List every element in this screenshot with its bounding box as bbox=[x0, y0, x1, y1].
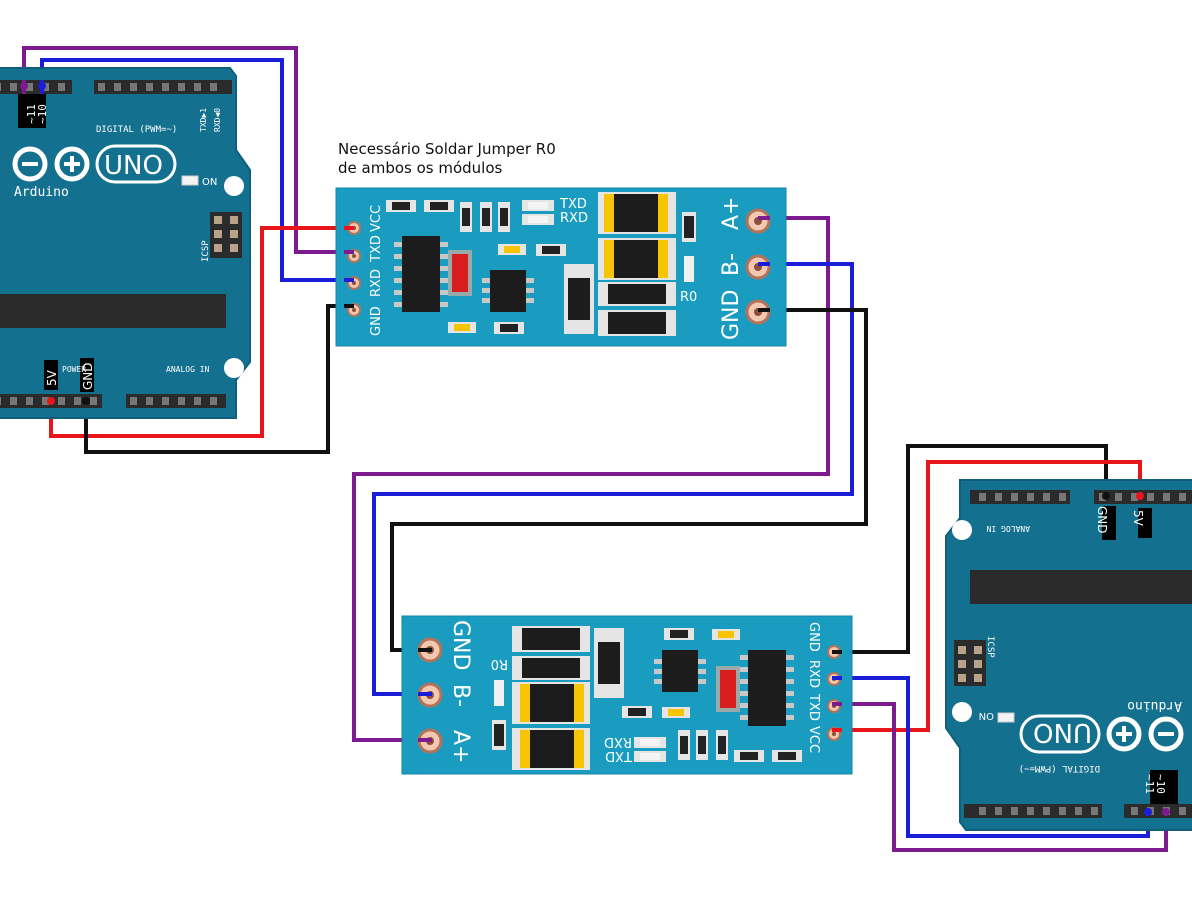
pin-label-gnd: GND bbox=[81, 362, 95, 390]
module-top-led-rxd: RXD bbox=[560, 211, 588, 226]
wire-gnd-bus bbox=[390, 308, 868, 652]
module-bottom-led-rxd: RXD bbox=[604, 734, 632, 749]
module-top-pin-vcc: VCC bbox=[369, 205, 384, 232]
br-arduino-logo-text: Arduino bbox=[1127, 698, 1182, 713]
wire-txd-bottom bbox=[836, 702, 1168, 852]
wire-a-bus bbox=[352, 216, 830, 742]
module-bottom-pin-txd: TXD bbox=[806, 693, 821, 721]
arduino-model: UNO bbox=[104, 151, 163, 181]
analog-header-label: ANALOG IN bbox=[166, 365, 210, 374]
jumper-note: Necessário Soldar Jumper R0 de ambos os … bbox=[338, 140, 556, 178]
module-bottom-pin-vcc: VCC bbox=[806, 726, 821, 753]
arduino-bottom-right: GND 5V ~11 ~10 UNO Arduino ON ICSP DIGIT… bbox=[946, 480, 1192, 830]
wire-txd-top bbox=[22, 46, 354, 254]
br-pin-label-5v: 5V bbox=[1131, 510, 1145, 527]
module-top-term-a: A+ bbox=[719, 197, 744, 230]
module-top-term-gnd: GND bbox=[719, 290, 744, 340]
on-label: ON bbox=[202, 177, 217, 188]
module-bottom-led-txd: TXD bbox=[605, 748, 633, 763]
arduino-logo-text: Arduino bbox=[14, 185, 69, 200]
jumper-note-line2: de ambos os módulos bbox=[338, 159, 503, 177]
br-icsp-label: ICSP bbox=[985, 636, 995, 658]
rs485-module-top: VCC TXD RXD GND A+ B- GND TXD RXD R0 bbox=[334, 186, 788, 348]
br-pin-label-11: ~11 bbox=[1143, 774, 1156, 794]
br-pin-label-gnd: GND bbox=[1095, 506, 1109, 534]
pin-label-11: ~11 bbox=[25, 104, 38, 124]
module-bottom-pin-gnd: GND bbox=[806, 622, 821, 652]
module-top-term-b: B- bbox=[719, 253, 744, 276]
pin-label-5v: 5V bbox=[45, 369, 59, 386]
br-on-label: ON bbox=[979, 710, 994, 721]
txd-pin-label: TXD▶1 bbox=[199, 108, 208, 132]
pin-label-10: ~10 bbox=[36, 104, 49, 124]
wire-b-bus bbox=[372, 262, 854, 696]
module-bottom-pin-rxd: RXD bbox=[806, 660, 821, 688]
power-header-label: POWER bbox=[62, 365, 86, 374]
module-bottom-term-a: A+ bbox=[448, 730, 473, 763]
module-top-pin-txd: TXD bbox=[369, 235, 384, 263]
module-bottom-term-gnd: GND bbox=[448, 620, 473, 670]
rs485-module-bottom: GND RXD TXD VCC GND B- A+ TXD RXD R0 bbox=[400, 614, 854, 776]
br-digital-header-label: DIGITAL (PWM=~) bbox=[1019, 763, 1100, 773]
wire-vcc-bottom bbox=[836, 460, 1142, 732]
module-top-pin-rxd: RXD bbox=[369, 269, 384, 297]
module-top-led-txd: TXD bbox=[559, 197, 587, 212]
rxd-pin-label: RXD◀0 bbox=[213, 108, 222, 132]
br-analog-header-label: ANALOG IN bbox=[986, 524, 1030, 533]
jumper-note-line1: Necessário Soldar Jumper R0 bbox=[338, 140, 556, 158]
digital-header-label: DIGITAL (PWM=~) bbox=[96, 125, 177, 135]
arduino-top-left: ~11 ~10 5V GND DIGITAL (PWM=~) TXD▶1 RXD… bbox=[0, 68, 250, 418]
br-pin-label-10: ~10 bbox=[1154, 774, 1167, 794]
icsp-label: ICSP bbox=[201, 240, 211, 262]
module-top-pin-gnd: GND bbox=[369, 306, 384, 336]
br-arduino-model: UNO bbox=[1033, 717, 1092, 747]
module-bottom-jumper-r0: R0 bbox=[491, 656, 508, 671]
module-top-jumper-r0: R0 bbox=[680, 290, 697, 305]
module-bottom-term-b: B- bbox=[448, 684, 473, 707]
